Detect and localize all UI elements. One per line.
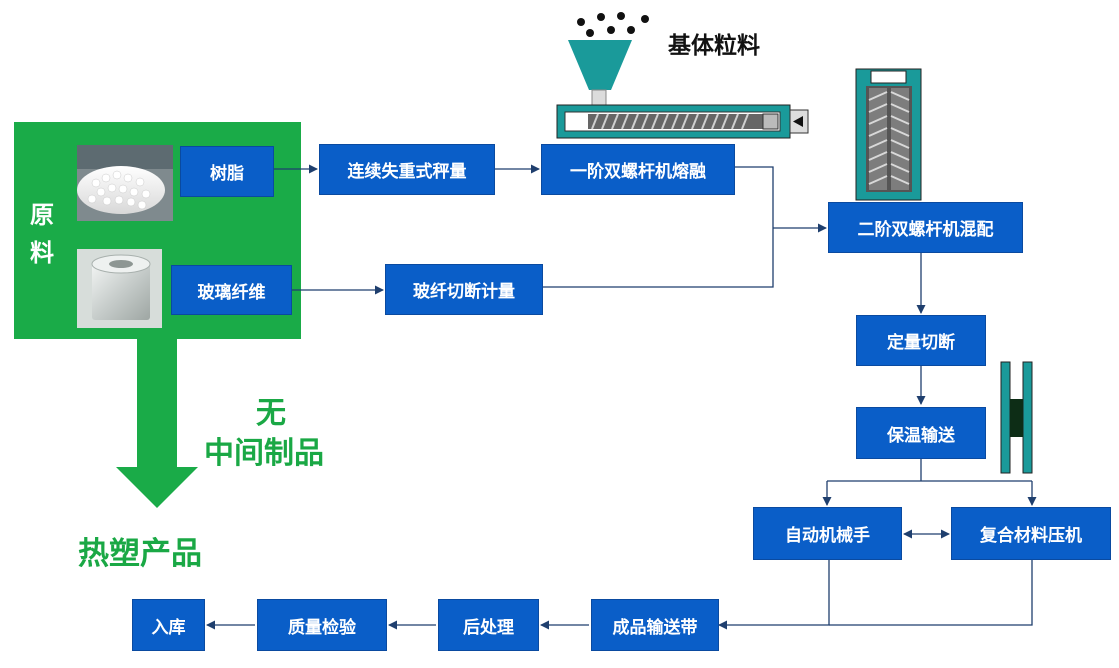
line-melt-to-merge — [735, 166, 774, 228]
vertical-mixer-icon — [855, 68, 922, 201]
arrow-robot-to-conveyor — [718, 560, 830, 630]
extruder-barrel-icon — [556, 104, 809, 139]
line-press-to-conveyor — [829, 560, 1033, 626]
line-cut-to-merge — [543, 228, 774, 288]
matrix-pellets-label: 基体粒料 — [668, 33, 760, 59]
resin-box: 树脂 — [180, 146, 274, 197]
second-stage-mix-box: 二阶双螺杆机混配 — [828, 202, 1023, 253]
first-stage-melt-box: 一阶双螺杆机熔融 — [541, 144, 735, 195]
composite-press-box: 复合材料压机 — [951, 507, 1111, 560]
quality-inspection-box: 质量检验 — [257, 599, 387, 651]
no-intermediate-arrow — [116, 339, 198, 508]
warehousing-box: 入库 — [132, 599, 205, 651]
hopper-icon — [568, 12, 649, 111]
fixed-cut-box: 定量切断 — [856, 315, 986, 366]
product-conveyor-box: 成品输送带 — [591, 599, 719, 651]
post-processing-box: 后处理 — [438, 599, 539, 651]
robot-arm-box: 自动机械手 — [753, 507, 902, 560]
no-intermediate-line2: 中间制品 — [204, 436, 324, 471]
resin-pellets-image — [77, 145, 173, 221]
raw-material-label: 原 料 — [30, 201, 54, 267]
continuous-weighing-box: 连续失重式秤量 — [319, 144, 495, 195]
press-plates-icon — [1000, 361, 1033, 474]
no-intermediate-line1: 无 — [256, 396, 286, 431]
glass-fiber-roll-image — [77, 249, 162, 328]
thermoplastic-product-label: 热塑产品 — [78, 536, 202, 572]
fiber-cut-metering-box: 玻纤切断计量 — [385, 264, 543, 315]
glass-fiber-box: 玻璃纤维 — [171, 265, 292, 315]
heat-conveying-box: 保温输送 — [856, 407, 986, 459]
